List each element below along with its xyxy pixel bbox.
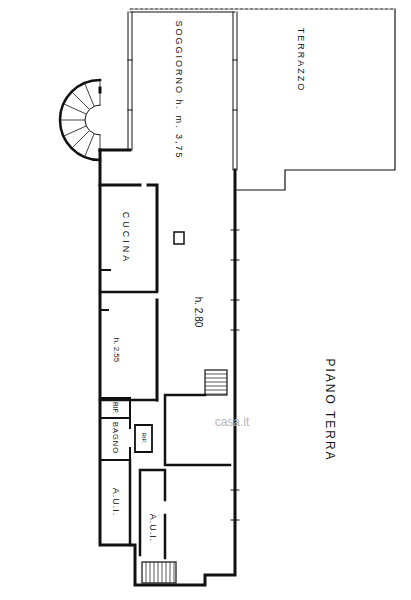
room-label: RIP. (112, 402, 119, 414)
stair-tread (158, 562, 159, 583)
stair-tread (162, 562, 163, 583)
room-label: SOGGIORNO h. m. 3,75 (174, 20, 183, 159)
stair-tread (205, 382, 227, 383)
stair-tread (166, 562, 167, 583)
room-label: TERRAZZO (296, 28, 305, 93)
room-label: CUCINA (121, 212, 130, 265)
stair-tread (205, 374, 227, 375)
room-label: RIP. (141, 433, 147, 444)
watermark: casa.it (215, 416, 250, 428)
stair-tread (146, 562, 147, 583)
room-label: A.U.I. (111, 488, 120, 517)
stair-tread (205, 390, 227, 391)
stair-tread (205, 386, 227, 387)
stair-tread (205, 394, 227, 395)
stair-tread (174, 562, 175, 583)
stair-tread (205, 378, 227, 379)
height-label: h. 2.80 (193, 297, 203, 328)
stair-tread (154, 562, 155, 583)
floor-title: PIANO TERRA (324, 358, 336, 461)
stair-tread (150, 562, 151, 583)
room-label: A.U.I. (148, 514, 157, 543)
stair-tread (170, 562, 171, 583)
height-label: h. 2.55 (112, 338, 120, 362)
room-label: BAGNO (111, 422, 119, 454)
